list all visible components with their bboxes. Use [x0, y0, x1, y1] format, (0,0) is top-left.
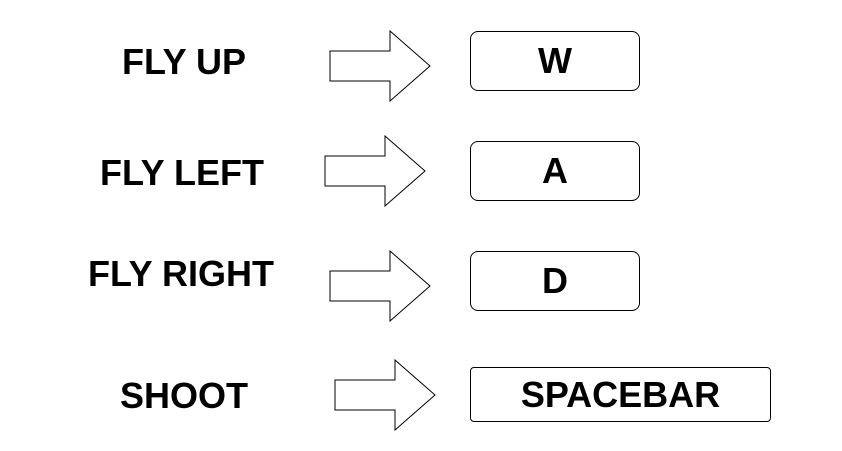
action-label-fly-up: FLY UP: [122, 41, 247, 82]
action-label-fly-right: FLY RIGHT: [88, 253, 275, 294]
key-label-d: D: [542, 260, 568, 301]
right-arrow-icon: [334, 359, 436, 431]
key-label-w: W: [538, 40, 572, 81]
key-box-d: D: [470, 251, 640, 311]
key-label-spacebar: SPACEBAR: [520, 373, 721, 415]
key-box-w: W: [470, 31, 640, 91]
action-label-fly-left: FLY LEFT: [100, 152, 265, 193]
right-arrow-icon: [329, 30, 431, 102]
key-box-spacebar: SPACEBAR: [470, 367, 771, 422]
action-label-shoot: SHOOT: [120, 375, 249, 416]
key-label-a: A: [542, 150, 568, 191]
right-arrow-icon: [329, 250, 431, 322]
key-box-a: A: [470, 141, 640, 201]
right-arrow-icon: [324, 135, 426, 207]
